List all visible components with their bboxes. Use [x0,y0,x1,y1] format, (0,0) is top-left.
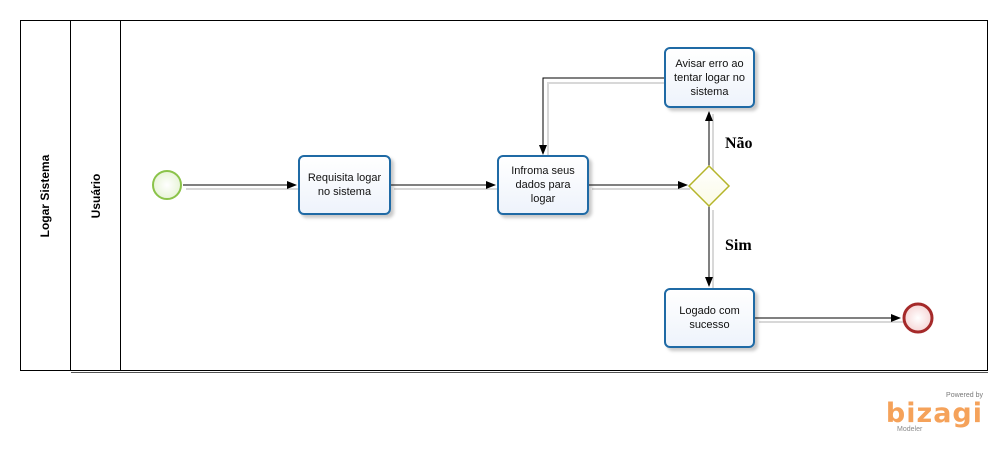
flow-label-no: Não [725,135,753,152]
pool-label: Logar Sistema [38,154,52,238]
task-login-error[interactable]: Avisar erro ao tentar logar no sistema [664,47,755,108]
modeler-text: Modeler [897,426,923,433]
start-event[interactable] [152,170,182,200]
bizagi-branding: Powered by bizagi Modeler [886,392,983,436]
flow-label-yes: Sim [725,237,752,254]
bizagi-logo: bizagi [885,398,983,429]
task-enter-credentials[interactable]: Infroma seus dados para logar [497,155,589,215]
lane-label: Usuário [89,173,103,219]
end-event[interactable] [902,302,934,334]
flow-error-to-enter [539,77,664,155]
task-login-success[interactable]: Logado com sucesso [664,288,755,348]
exclusive-gateway[interactable] [687,164,731,208]
powered-by-text: Powered by [946,392,983,399]
task-request-login[interactable]: Requisita logar no sistema [298,155,391,215]
